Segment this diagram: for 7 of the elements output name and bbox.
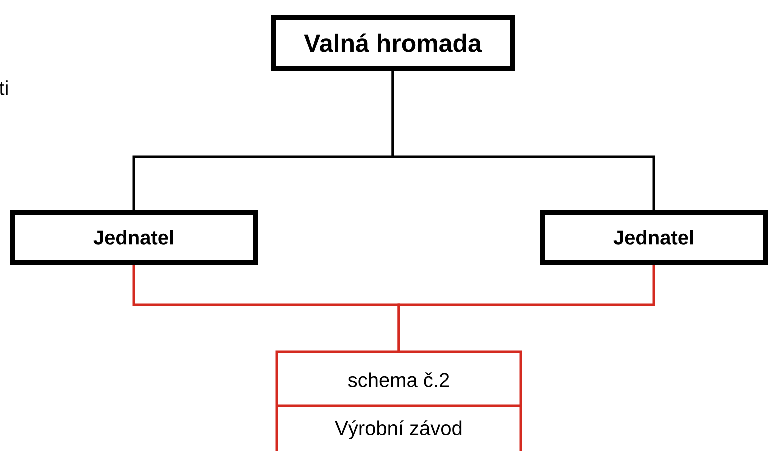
connector-line [398, 265, 656, 352]
role-box: Jednatel [540, 210, 768, 265]
role-box: Valná hromada [271, 15, 515, 71]
connector-line [392, 71, 656, 210]
text-fragment: ti [0, 80, 8, 96]
role-box: Jednatel [10, 210, 258, 265]
unit-box: schema č.2 Výrobní závod [276, 350, 522, 451]
